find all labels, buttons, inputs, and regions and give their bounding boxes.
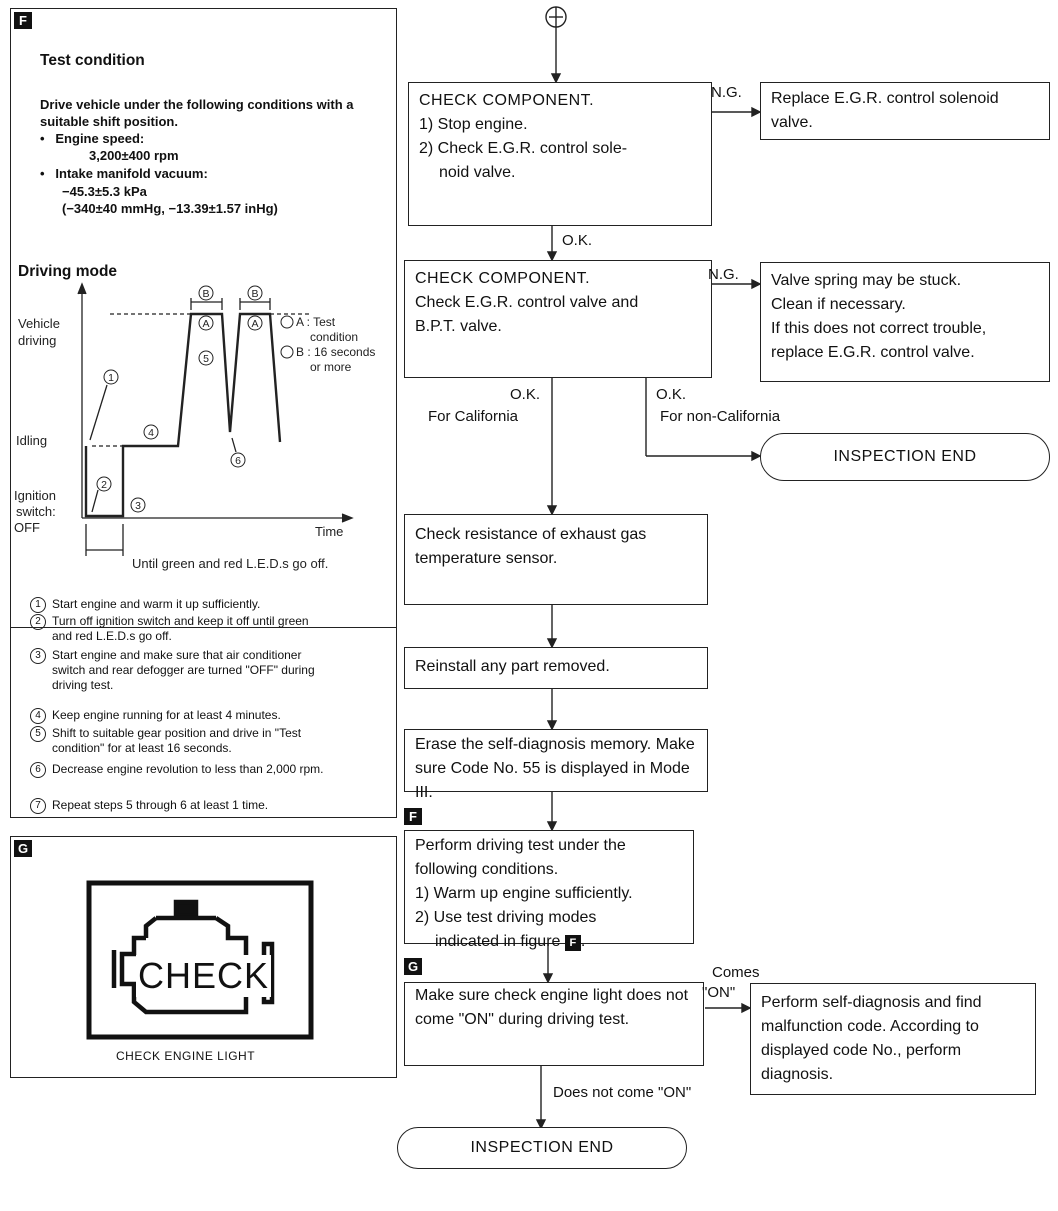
box6-figure-f-badge: F	[404, 808, 422, 825]
y-label-ignition: Ignition	[14, 488, 56, 503]
ok-non-california-label: O.K.	[656, 386, 687, 403]
comes-on-label: "ON"	[702, 984, 736, 1001]
check-component-egr-valve-box: CHECK COMPONENT. Check E.G.R. control va…	[404, 260, 712, 378]
comes-label: Comes	[712, 964, 760, 981]
legend-a-line1: A : Test	[296, 315, 336, 329]
step-marker-2: 2	[101, 479, 107, 491]
y-label-switch: switch:	[16, 504, 56, 519]
check-word: CHECK	[136, 955, 272, 997]
test-condition-heading: Test condition	[40, 52, 145, 69]
check-component-solenoid-box: CHECK COMPONENT. 1) Stop engine. 2) Chec…	[408, 82, 712, 226]
replace-solenoid-box: Replace E.G.R. control solenoid valve.	[760, 82, 1050, 140]
vacuum-value-kpa: −45.3±5.3 kPa	[62, 184, 147, 199]
reinstall-parts-box: Reinstall any part removed.	[404, 647, 708, 689]
y-label-driving: driving	[18, 333, 56, 348]
step-marker-3: 3	[135, 500, 141, 512]
step-marker-4: 4	[148, 427, 154, 439]
erase-memory-box: Erase the self-diagnosis memory. Make su…	[404, 729, 708, 801]
valve-spring-stuck-box: Valve spring may be stuck. Clean if nece…	[760, 262, 1050, 382]
check-engine-caption: CHECK ENGINE LIGHT	[116, 1049, 256, 1063]
panel-f-border-lower	[10, 8, 397, 818]
perform-driving-test-box: Perform driving test under the following…	[404, 830, 694, 951]
panel-f-badge: F	[14, 12, 32, 29]
box1-ok-label: O.K.	[562, 232, 593, 249]
driving-mode-graph: B B A A 1 2 3 4 5 6 Vehicle driving Idli…	[14, 282, 375, 571]
box7-figure-g-badge: G	[404, 958, 422, 975]
legend-b-line1: B : 16 seconds	[296, 345, 375, 359]
check-exhaust-sensor-box: Check resistance of exhaust gas temperat…	[404, 514, 708, 605]
vacuum-value-mmhg: (−340±40 mmHg, −13.39±1.57 inHg)	[62, 201, 278, 216]
mark-b-2: B	[251, 288, 258, 300]
engine-speed-label: • Engine speed:	[40, 131, 145, 146]
inspection-end-terminal-1: INSPECTION END	[760, 433, 1050, 481]
ok-california-label: O.K.	[510, 386, 541, 403]
step-marker-5: 5	[203, 353, 209, 365]
box2-ng-label: N.G.	[708, 266, 739, 283]
panel-g-check-engine	[10, 836, 397, 1078]
does-not-come-on-label: Does not come "ON"	[553, 1084, 692, 1101]
mark-a-2: A	[251, 318, 258, 330]
vacuum-label: • Intake manifold vacuum:	[40, 166, 208, 181]
mark-a-1: A	[202, 318, 209, 330]
perform-self-diagnosis-box: Perform self-diagnosis and find malfunct…	[750, 983, 1036, 1095]
step-marker-6: 6	[235, 455, 241, 467]
legend-a-line2: condition	[310, 330, 358, 344]
box1-ng-label: N.G.	[711, 84, 742, 101]
inspection-end-terminal-2: INSPECTION END	[397, 1127, 687, 1169]
check-engine-light-box: Make sure check engine light does not co…	[404, 982, 704, 1066]
step-marker-1: 1	[108, 372, 114, 384]
y-label-off: OFF	[14, 520, 40, 535]
x-label-time: Time	[315, 524, 343, 539]
panel-g-badge: G	[14, 840, 32, 857]
y-label-idling: Idling	[16, 433, 47, 448]
legend-b-line2: or more	[310, 360, 352, 374]
driving-mode-heading: Driving mode	[18, 263, 118, 280]
for-california-label: For California	[428, 408, 519, 425]
test-condition-intro: Drive vehicle under the following condit…	[40, 97, 354, 129]
figure-f-ref: F	[564, 935, 581, 951]
y-label-vehicle: Vehicle	[18, 316, 60, 331]
for-non-california-label: For non-California	[660, 408, 781, 425]
engine-speed-value: 3,200±400 rpm	[89, 148, 179, 163]
mark-b-1: B	[202, 288, 209, 300]
until-leds-off-note: Until green and red L.E.D.s go off.	[132, 556, 328, 571]
